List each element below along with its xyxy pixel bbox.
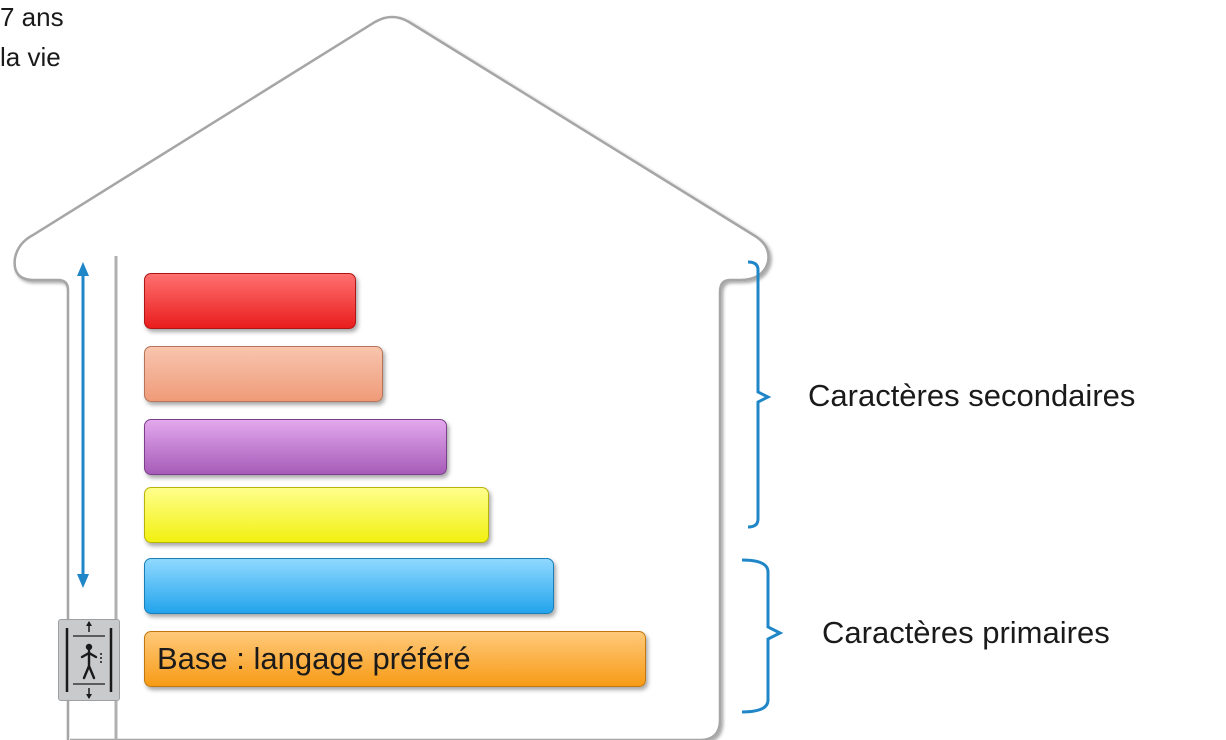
label-primary-traits: Caractères primaires [822, 615, 1110, 650]
bar-base: Base : langage préféré [144, 631, 646, 687]
corner-text-line1: 7 ans [0, 2, 64, 32]
bar-yellow [144, 487, 489, 543]
double-arrow-icon [77, 262, 89, 588]
label-secondary-traits: Caractères secondaires [808, 378, 1136, 413]
bar-blue [144, 558, 554, 614]
bar-salmon [144, 346, 383, 402]
base-bar-label: Base : langage préféré [157, 641, 471, 676]
corner-text-line2: la vie [0, 42, 61, 72]
bar-red [144, 273, 356, 329]
elevator-icon [58, 619, 120, 701]
bracket-secondary [747, 260, 772, 529]
bar-purple [144, 419, 447, 475]
bracket-primary [741, 558, 784, 714]
